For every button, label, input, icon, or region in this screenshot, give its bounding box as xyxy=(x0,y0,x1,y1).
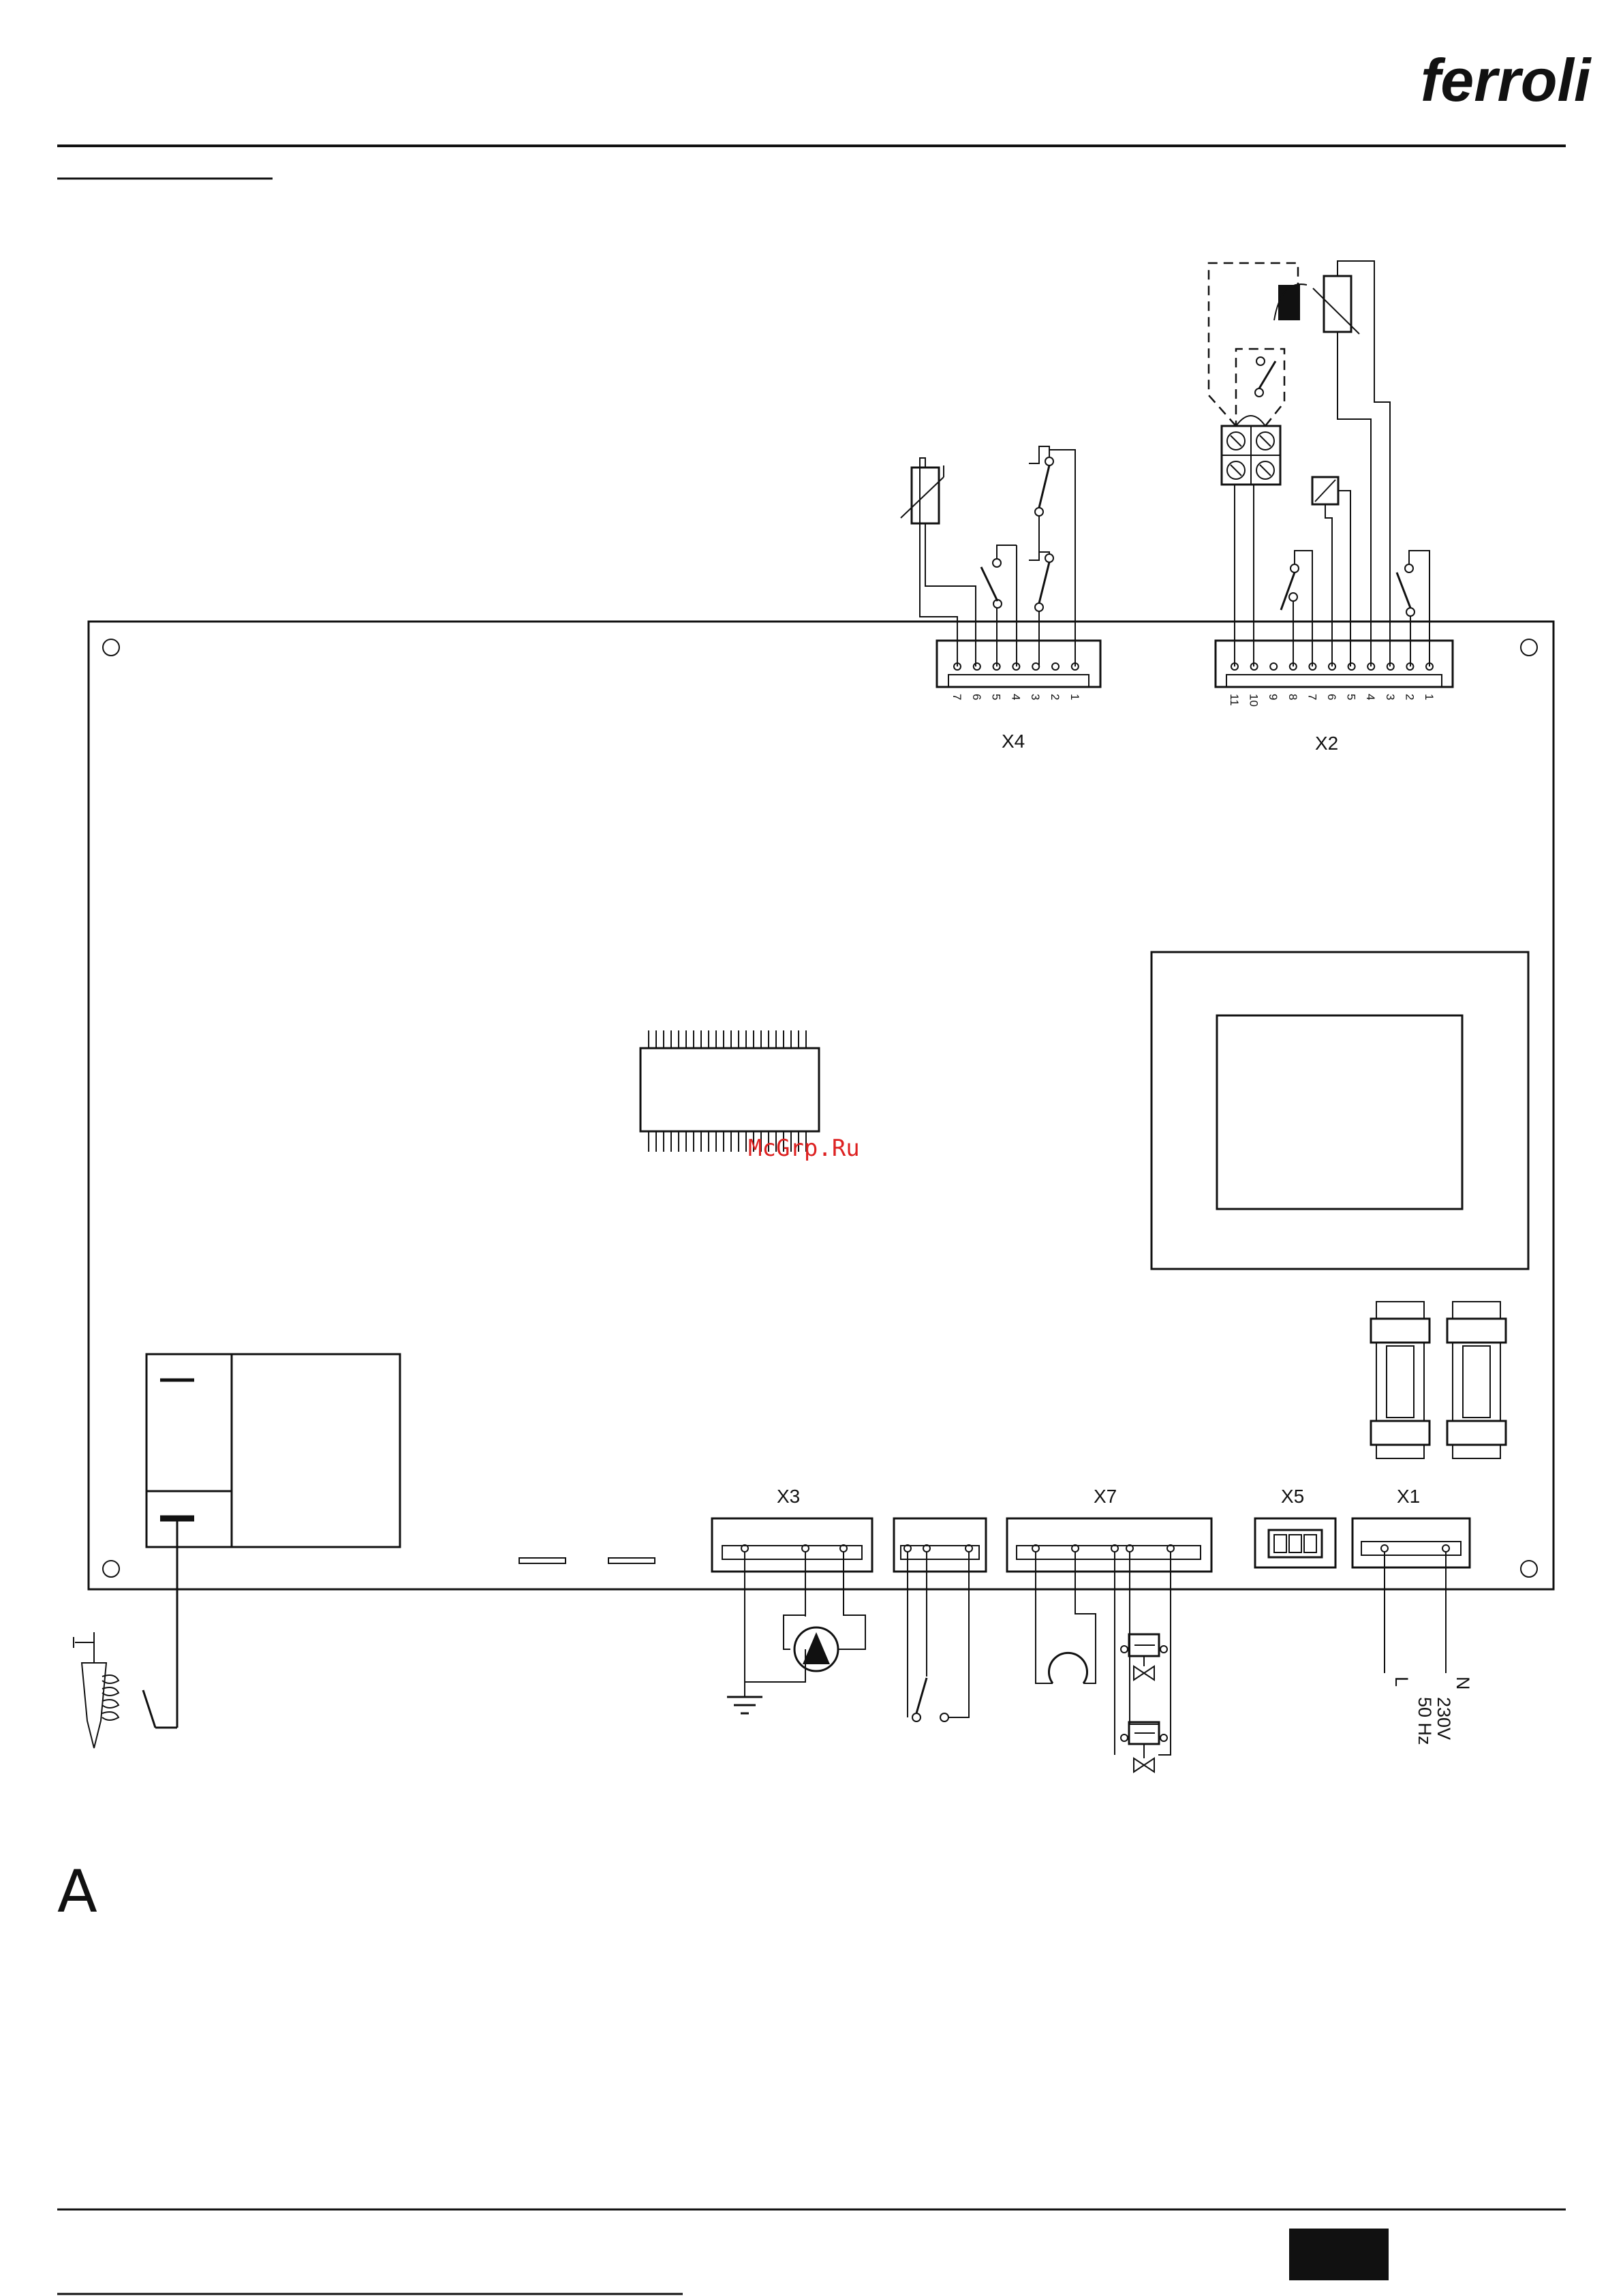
x2-pin xyxy=(1348,663,1355,670)
mains-line-label: L xyxy=(1391,1677,1412,1687)
x2-pin-number: 2 xyxy=(1403,694,1416,700)
x2-pin-number: 9 xyxy=(1267,694,1280,700)
x2-pin-number: 3 xyxy=(1384,694,1397,700)
x4-pin-number: 6 xyxy=(970,694,983,700)
page-number-box xyxy=(1289,2229,1389,2280)
x2-pressure-switch xyxy=(1281,551,1312,667)
microcontroller-chip xyxy=(640,1030,819,1152)
outdoor-sensor xyxy=(1313,261,1390,667)
x4-pin xyxy=(1052,663,1059,670)
mains-neutral-label: N xyxy=(1453,1677,1473,1690)
figure-label: A xyxy=(57,1858,97,1926)
earth-ground xyxy=(727,1682,762,1713)
x2-pin-number: 11 xyxy=(1228,694,1241,706)
mount-hole xyxy=(103,1561,119,1577)
x4-pin-number: 2 xyxy=(1049,694,1062,700)
optional-remote-dashed xyxy=(1209,263,1307,426)
x2-pin-number: 6 xyxy=(1325,694,1338,700)
connector-x5 xyxy=(1255,1518,1335,1567)
x4-pin-number: 1 xyxy=(1068,694,1081,700)
x4-flow-switch xyxy=(981,545,1017,667)
connector-x7 xyxy=(1007,1518,1211,1572)
fuse-2 xyxy=(1447,1302,1506,1458)
mount-hole xyxy=(1521,1561,1537,1577)
connector-x2-label: X2 xyxy=(1315,733,1338,754)
x4-limit-thermostats xyxy=(1029,446,1075,667)
connector-x7-label: X7 xyxy=(1094,1486,1117,1507)
board-component xyxy=(519,1558,566,1563)
board-component xyxy=(608,1558,655,1563)
x4-pin xyxy=(1032,663,1039,670)
x4-pin-number: 3 xyxy=(1029,694,1042,700)
connector-x3-label: X3 xyxy=(777,1486,800,1507)
x2-pin-number: 4 xyxy=(1364,694,1377,700)
mains-frequency-label: 50 Hz xyxy=(1415,1697,1435,1745)
connector-x1 xyxy=(1352,1518,1470,1673)
x2-pin-number: 8 xyxy=(1286,694,1299,700)
control-board xyxy=(89,622,1554,1589)
ignition-relay-block xyxy=(146,1354,400,1547)
x4-pin-number: 4 xyxy=(1009,694,1022,700)
x2-pin-number: 7 xyxy=(1305,694,1318,700)
x4-pin xyxy=(974,663,980,670)
x2-pin xyxy=(1270,663,1277,670)
watermark: McGrp.Ru xyxy=(748,1135,860,1162)
x4-pin-number: 5 xyxy=(990,694,1003,700)
x2-relay-coil xyxy=(1312,477,1350,667)
x2-switch xyxy=(1397,551,1429,667)
connector-x4-label: X4 xyxy=(1002,731,1025,752)
dhw-flow-switch xyxy=(908,1552,969,1721)
mains-voltage-label: 230V xyxy=(1434,1697,1454,1740)
connector-x5-label: X5 xyxy=(1281,1486,1304,1507)
mount-hole xyxy=(103,639,119,656)
connector-x1-label: X1 xyxy=(1397,1486,1420,1507)
connector-x3 xyxy=(712,1518,872,1572)
x2-pin-number: 10 xyxy=(1248,694,1261,707)
transformer xyxy=(1151,952,1528,1269)
fuse-1 xyxy=(1371,1302,1429,1458)
mount-hole xyxy=(1521,639,1537,656)
gas-valve xyxy=(1115,1552,1171,1772)
room-thermostat-terminal xyxy=(1222,416,1280,667)
x4-ntc-sensor xyxy=(901,458,976,667)
ferroli-logo: ferroli xyxy=(1421,46,1592,114)
x2-pin-number: 5 xyxy=(1345,694,1358,700)
x4-pin-number: 7 xyxy=(950,694,963,700)
x2-pin-number: 1 xyxy=(1423,694,1436,700)
